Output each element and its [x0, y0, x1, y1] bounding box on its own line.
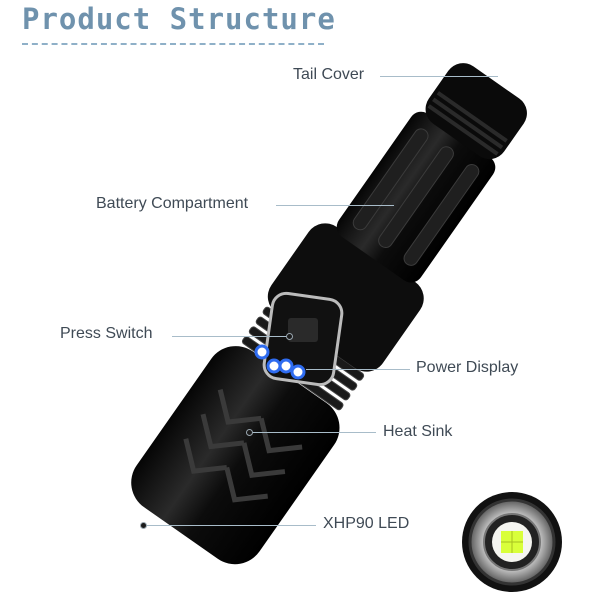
leader-press-switch: [172, 336, 287, 337]
flashlight-head: [131, 346, 340, 565]
switch-housing: [267, 223, 424, 372]
label-led: XHP90 LED: [323, 515, 410, 532]
label-tail-cover: Tail Cover: [293, 66, 365, 83]
head-grip-pattern: [183, 389, 303, 503]
label-heat-sink: Heat Sink: [383, 423, 453, 440]
title-underline: [22, 43, 324, 45]
tail-cap-ridges: [427, 91, 508, 156]
page-title: Product Structure: [22, 2, 336, 36]
power-display-panel: [254, 291, 344, 387]
leader-power-display: [306, 369, 410, 370]
battery-grooves: [352, 128, 480, 266]
marker-press-switch: [286, 333, 293, 340]
leader-battery-compartment: [276, 205, 394, 206]
leader-led: [142, 525, 316, 526]
marker-heat-sink: [246, 429, 253, 436]
label-press-switch: Press Switch: [60, 325, 153, 342]
label-battery-compartment: Battery Compartment: [96, 195, 249, 212]
marker-led: [140, 522, 147, 529]
label-power-display: Power Display: [416, 359, 519, 376]
leader-heat-sink: [248, 432, 376, 433]
leader-tail-cover: [380, 76, 498, 77]
